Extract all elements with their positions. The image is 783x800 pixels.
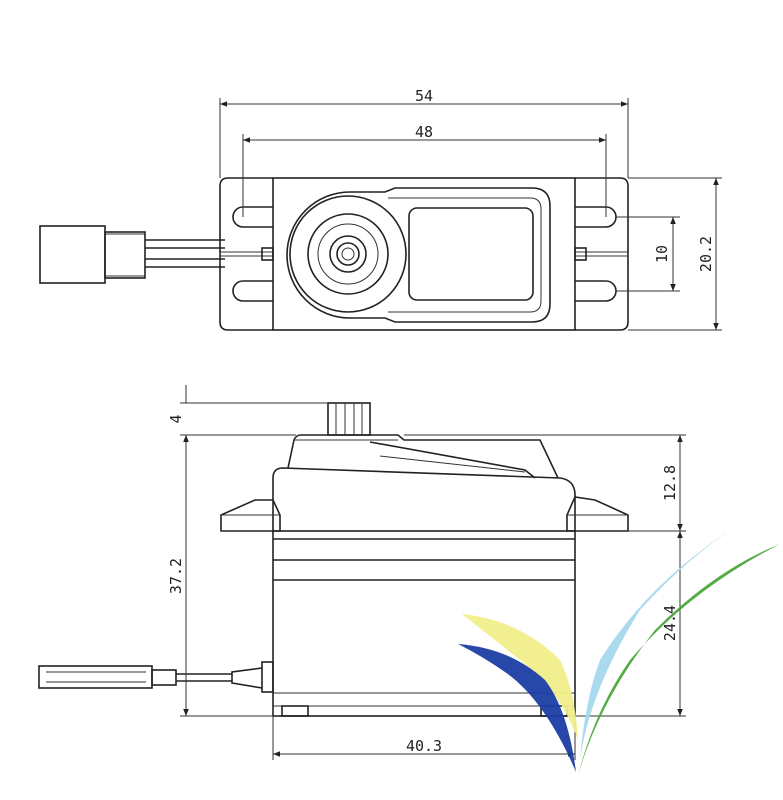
brand-logo xyxy=(458,524,780,775)
dim-case-length: 40.3 xyxy=(406,737,442,755)
dim-top-to-flange: 12.8 xyxy=(661,465,679,501)
left-lower-slot xyxy=(232,280,273,302)
left-upper-slot xyxy=(232,206,273,228)
top-view xyxy=(39,177,629,331)
strain-relief xyxy=(261,661,274,693)
logo-lightblue-wing xyxy=(580,524,740,760)
dim-mount-hole-spacing: 48 xyxy=(415,123,433,141)
side-connector xyxy=(38,665,153,689)
lead-wires xyxy=(145,239,225,268)
lower-body xyxy=(272,530,576,717)
output-spline xyxy=(327,402,371,436)
top-cap xyxy=(287,434,559,479)
logo-yellow-wing xyxy=(462,614,578,740)
right-upper-slot xyxy=(575,206,617,228)
upper-body xyxy=(272,467,576,531)
output-gear-circle xyxy=(289,195,407,313)
dim-hole-vertical-spacing: 10 xyxy=(653,245,671,263)
label-window xyxy=(408,207,534,301)
case-top xyxy=(272,177,576,331)
top-housing xyxy=(286,187,551,323)
side-dimensions: 4 37.2 12.8 24.4 40.3 xyxy=(167,385,686,760)
connector-plug xyxy=(39,225,106,284)
logo-darkblue-wing xyxy=(458,644,576,772)
right-mount-tab xyxy=(575,177,629,331)
side-view xyxy=(38,402,629,717)
top-dimensions: 54 48 10 20.2 xyxy=(219,87,722,331)
dim-overall-length: 54 xyxy=(415,87,433,105)
right-flange xyxy=(566,496,629,532)
right-lower-slot xyxy=(575,280,617,302)
dim-spline-height: 4 xyxy=(167,414,185,423)
dim-overall-width: 20.2 xyxy=(697,236,715,272)
left-mount-tab xyxy=(219,177,273,331)
dim-total-height: 37.2 xyxy=(167,558,185,594)
connector-body xyxy=(104,231,146,279)
